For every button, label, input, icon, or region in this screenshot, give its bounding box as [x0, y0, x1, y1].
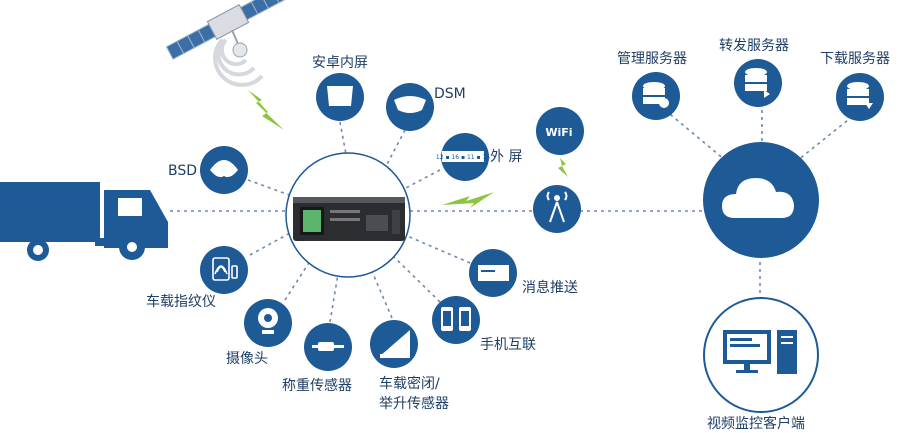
satellite-signal-icon [213, 38, 264, 87]
seal-sensor-icon [380, 330, 410, 358]
peripheral-message-push [469, 249, 517, 297]
wifi-node: WiFi [536, 107, 584, 155]
line-hub-message [404, 234, 471, 264]
line-cloud-management [664, 109, 726, 161]
management-server-icon [643, 82, 669, 108]
label-monitoring-client: 视频监控客户端 [707, 416, 805, 432]
peripheral-webcam [244, 299, 292, 347]
cellular-tower-icon [546, 191, 568, 223]
download-server-icon [847, 82, 873, 109]
label-message-push: 消息推送 [522, 280, 578, 296]
label-lift-sensor: 举升传感器 [379, 396, 449, 412]
weight-sensor-icon [312, 342, 344, 351]
message-push-icon [478, 265, 509, 281]
mdvr-device-icon [293, 197, 405, 241]
line-hub-fingerprint [249, 231, 293, 256]
peripheral-android-screen [316, 73, 364, 121]
cloud-node [703, 142, 819, 258]
label-seal-sensor: 车载密闭/ [379, 376, 440, 392]
mdvr-device [285, 152, 411, 278]
line-hub-bsd [247, 179, 293, 197]
monitoring-client-node [703, 297, 819, 413]
server-forwarding [734, 59, 782, 107]
label-weight-sensor: 称重传感器 [282, 378, 352, 394]
wifi-icon: WiFi [545, 126, 572, 139]
label-management-server: 管理服务器 [617, 51, 687, 67]
label-external-screen: 外 屏 [490, 149, 523, 165]
label-forwarding-server: 转发服务器 [719, 38, 789, 54]
line-cloud-download [797, 111, 859, 161]
android-screen-icon [327, 86, 353, 106]
line-hub-webcam [284, 257, 313, 301]
peripheral-external-screen: 12 ▪ 16 ▪ 11 ▪ 15 [436, 133, 490, 181]
monitoring-client-icon [723, 330, 797, 374]
wireless-signal-icon [248, 90, 568, 208]
webcam-icon [258, 308, 278, 334]
peripheral-bsd [200, 146, 248, 194]
label-download-server: 下载服务器 [820, 51, 890, 67]
external-screen-icon [442, 151, 484, 162]
peripheral-fingerprint [200, 246, 248, 294]
label-android-screen: 安卓内屏 [312, 55, 368, 71]
peripheral-weight-sensor [304, 323, 352, 371]
peripheral-phone-link [432, 296, 480, 344]
fingerprint-icon [212, 257, 238, 281]
bsd-camera-icon [210, 160, 238, 178]
line-hub-phone [391, 254, 441, 303]
line-hub-extscreen [401, 169, 441, 191]
label-phone-link: 手机互联 [480, 337, 536, 353]
truck-icon [0, 182, 168, 261]
line-hub-dsm [384, 129, 406, 169]
peripheral-seal-sensor [370, 320, 418, 368]
svg-text:12 ▪ 16 ▪ 11 ▪ 15: 12 ▪ 16 ▪ 11 ▪ 15 [436, 154, 490, 161]
label-dsm: DSM [434, 86, 466, 102]
forwarding-server-icon [745, 68, 770, 98]
peripheral-dsm [386, 83, 434, 131]
phone-link-icon [441, 307, 471, 331]
label-webcam: 摄像头 [226, 351, 268, 367]
dsm-camera-icon [394, 96, 426, 113]
label-bsd: BSD [168, 163, 198, 179]
label-fingerprint: 车载指纹仪 [146, 294, 216, 310]
cellular-antenna-node [533, 185, 581, 233]
server-management [632, 72, 680, 120]
server-download [836, 73, 884, 121]
cloud-icon [722, 178, 794, 218]
satellite-icon [165, 0, 291, 60]
